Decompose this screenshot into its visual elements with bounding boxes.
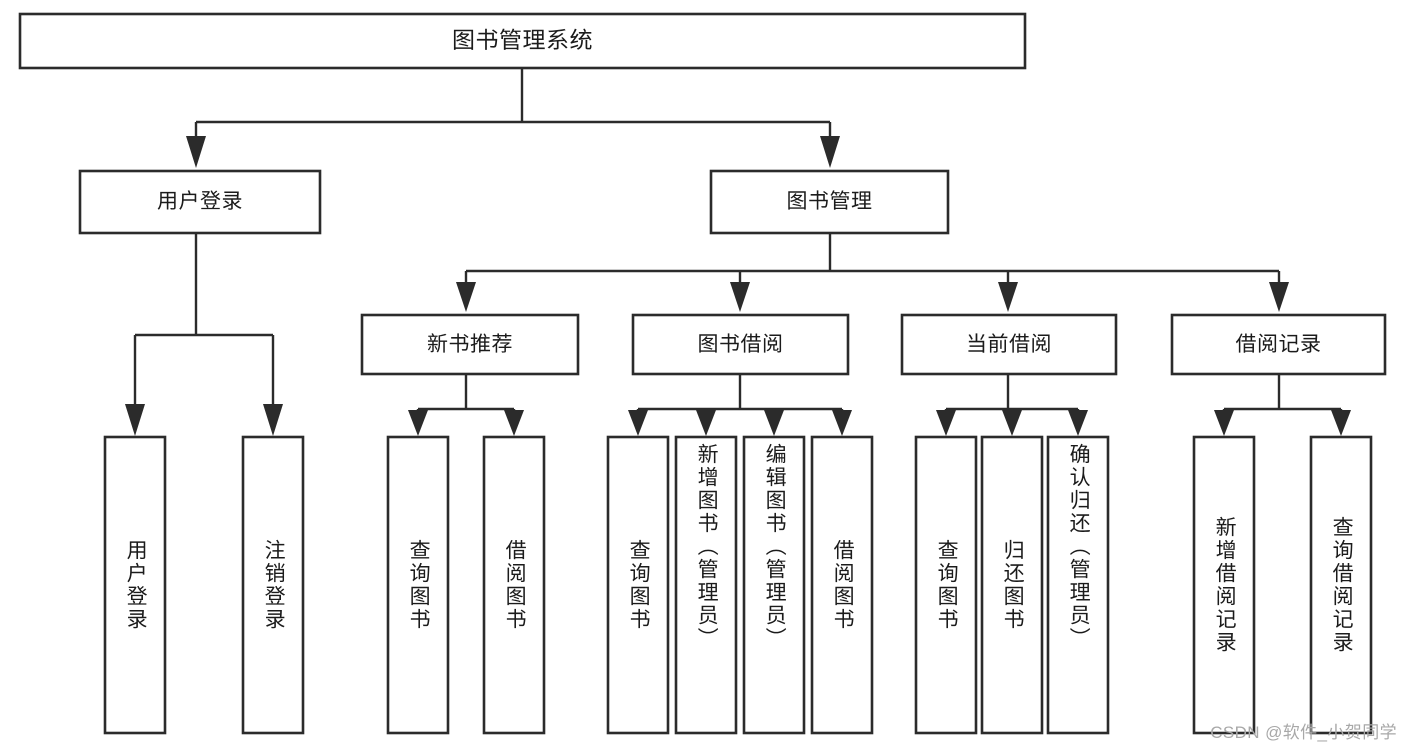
arrow-to-leaf-edit-book	[764, 410, 784, 436]
label-leaf-query-book-2: 查询图书	[627, 539, 651, 631]
leafbox-user-login[interactable]	[103, 435, 167, 735]
label-leaf-edit-book-admin: 编辑图书（管理员）	[763, 443, 787, 650]
leafbox-borrow-book-2[interactable]	[810, 435, 874, 735]
arrow-to-leaf-add-book	[696, 410, 716, 436]
label-leaf-return-book: 归还图书	[1001, 539, 1025, 631]
arrow-to-leaf-return-book	[1002, 410, 1022, 436]
box-root-system[interactable]	[18, 12, 1027, 70]
label-leaf-add-borrow-record: 新增借阅记录	[1213, 516, 1237, 654]
connector-book-borrow-to-leaves	[628, 374, 852, 436]
leafbox-add-borrow-record[interactable]	[1192, 435, 1256, 735]
arrow-to-leaf-query-book-1	[408, 410, 428, 436]
leafbox-borrow-book-1[interactable]	[482, 435, 546, 735]
connector-book-manage-to-level3	[456, 232, 1289, 312]
label-root-system: 图书管理系统	[452, 27, 593, 54]
label-user-login: 用户登录	[157, 190, 243, 214]
label-current-borrow: 当前借阅	[966, 332, 1052, 356]
label-leaf-query-borrow-record: 查询借阅记录	[1330, 516, 1354, 654]
label-leaf-confirm-return-admin: 确认归还（管理员）	[1067, 443, 1091, 650]
arrow-to-new-book-recommend	[456, 282, 476, 312]
arrow-to-user-login	[186, 136, 206, 168]
arrow-to-book-manage	[820, 136, 840, 168]
connector-borrow-record-to-leaves	[1214, 374, 1351, 436]
arrow-to-borrow-record	[1269, 282, 1289, 312]
box-borrow-record[interactable]	[1170, 313, 1387, 376]
connector-root-to-level2	[186, 68, 840, 168]
label-leaf-query-book-1: 查询图书	[407, 539, 431, 631]
label-borrow-record: 借阅记录	[1235, 332, 1322, 356]
arrow-to-leaf-logout	[263, 404, 283, 436]
arrow-to-leaf-query-book-3	[936, 410, 956, 436]
leafbox-query-borrow-record[interactable]	[1309, 435, 1373, 735]
arrow-to-leaf-add-record	[1214, 410, 1234, 436]
box-user-login[interactable]	[78, 169, 322, 235]
connector-current-borrow-to-leaves	[936, 374, 1088, 436]
label-leaf-borrow-book-1: 借阅图书	[503, 539, 527, 631]
box-book-borrow[interactable]	[631, 313, 850, 376]
leafbox-return-book[interactable]	[980, 435, 1044, 735]
leafbox-query-book-3[interactable]	[914, 435, 978, 735]
arrow-to-leaf-borrow-book-2	[832, 410, 852, 436]
box-book-manage[interactable]	[709, 169, 950, 235]
leafbox-add-book-admin[interactable]	[674, 435, 738, 735]
connector-new-book-recommend-to-leaves	[408, 374, 524, 436]
leafbox-query-book-2[interactable]	[606, 435, 670, 735]
arrow-to-leaf-confirm-return	[1068, 410, 1088, 436]
box-current-borrow[interactable]	[900, 313, 1118, 376]
leafbox-query-book-1[interactable]	[386, 435, 450, 735]
leafbox-logout-login[interactable]	[241, 435, 305, 735]
label-leaf-logout-login: 注销登录	[262, 539, 286, 631]
arrow-to-current-borrow	[998, 282, 1018, 312]
label-book-borrow: 图书借阅	[697, 332, 784, 356]
arrow-to-leaf-user-login	[125, 404, 145, 436]
csdn-watermark: CSDN @软件_小贺同学	[1210, 723, 1397, 742]
label-leaf-query-book-3: 查询图书	[935, 539, 959, 631]
arrow-to-leaf-borrow-book-1	[504, 410, 524, 436]
connector-user-login-to-leaves	[125, 232, 283, 436]
arrow-to-leaf-query-book-2	[628, 410, 648, 436]
box-new-book-recommend[interactable]	[360, 313, 580, 376]
label-leaf-user-login: 用户登录	[124, 539, 148, 631]
arrow-to-book-borrow	[730, 282, 750, 312]
arrow-to-leaf-query-record	[1331, 410, 1351, 436]
label-leaf-add-book-admin: 新增图书（管理员）	[695, 443, 719, 650]
leafbox-confirm-return-admin[interactable]	[1046, 435, 1110, 735]
label-new-book-recommend: 新书推荐	[427, 332, 513, 356]
label-leaf-borrow-book-2: 借阅图书	[831, 539, 855, 631]
leafbox-edit-book-admin[interactable]	[742, 435, 806, 735]
label-book-manage: 图书管理	[786, 190, 873, 214]
